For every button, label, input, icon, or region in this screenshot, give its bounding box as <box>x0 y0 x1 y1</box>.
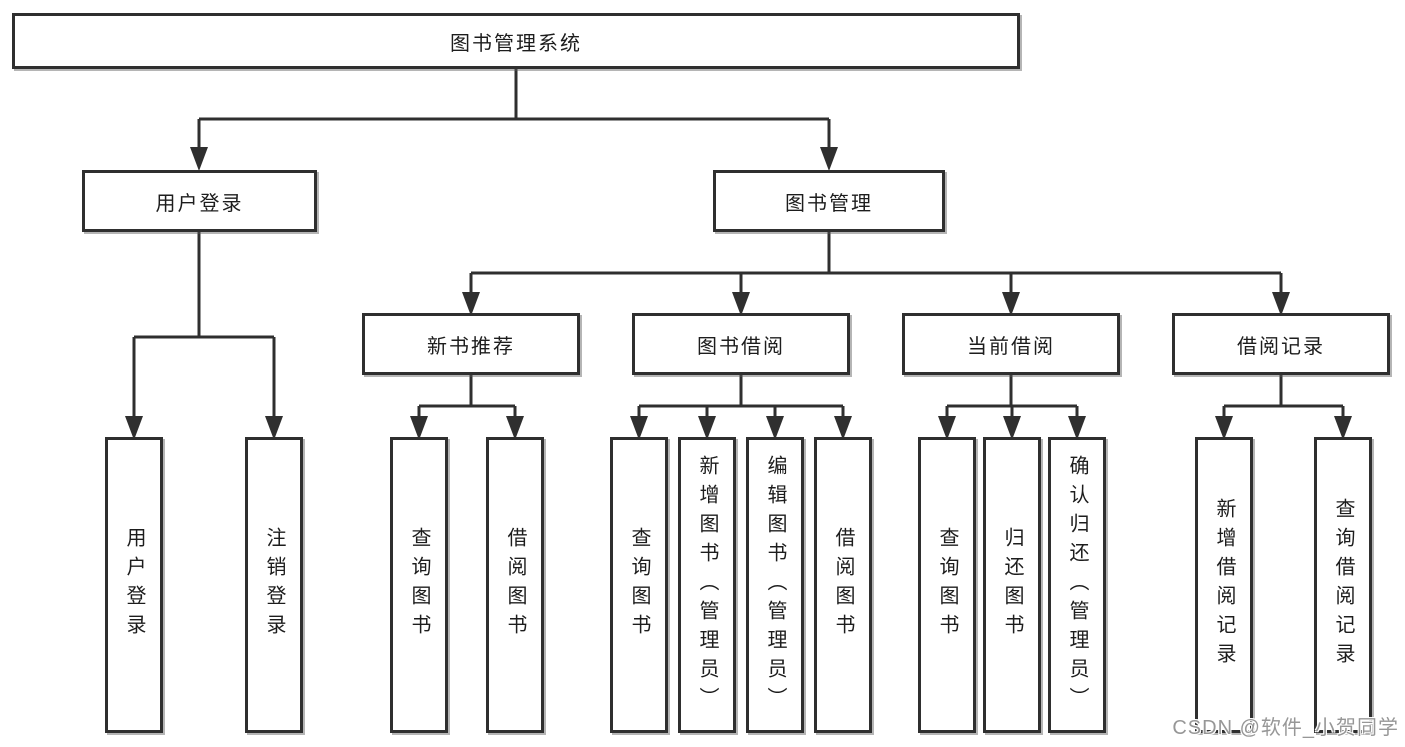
node-root-system: 图书管理系统 <box>12 13 1020 69</box>
node-borrow-records: 借阅记录 <box>1172 313 1390 375</box>
leaf-user-login: 用户登录 <box>105 437 163 733</box>
leaf-confirm-return-admin: 确认归还（管理员） <box>1048 437 1106 733</box>
connector-bookmgmt-to-level3 <box>469 232 1283 293</box>
leaf-borrow-query-books: 查询图书 <box>610 437 668 733</box>
connector-userlogin-to-leaves <box>132 232 276 417</box>
csdn-watermark: CSDN @软件_小贺同学 <box>1172 717 1399 739</box>
leaf-add-borrow-record: 新增借阅记录 <box>1195 437 1253 733</box>
leaf-query-borrow-record: 查询借阅记录 <box>1314 437 1372 733</box>
leaf-add-books-admin: 新增图书（管理员） <box>678 437 736 733</box>
connector-root-to-level2 <box>197 69 831 148</box>
leaf-edit-books-admin: 编辑图书（管理员） <box>746 437 804 733</box>
node-book-borrow: 图书借阅 <box>632 313 850 375</box>
leaf-current-query-books: 查询图书 <box>918 437 976 733</box>
leaf-return-books: 归还图书 <box>983 437 1041 733</box>
connector-records-to-leaves <box>1222 375 1345 417</box>
connector-current-to-leaves <box>945 375 1079 417</box>
leaf-borrow-books: 借阅图书 <box>814 437 872 733</box>
node-user-login: 用户登录 <box>82 170 317 232</box>
node-new-book-recommend: 新书推荐 <box>362 313 580 375</box>
connector-newbook-to-leaves <box>417 375 517 417</box>
node-current-borrow: 当前借阅 <box>902 313 1120 375</box>
node-book-management: 图书管理 <box>713 170 945 232</box>
leaf-recommend-borrow-books: 借阅图书 <box>486 437 544 733</box>
leaf-recommend-query-books: 查询图书 <box>390 437 448 733</box>
leaf-logout: 注销登录 <box>245 437 303 733</box>
connector-borrow-to-leaves <box>637 375 845 417</box>
